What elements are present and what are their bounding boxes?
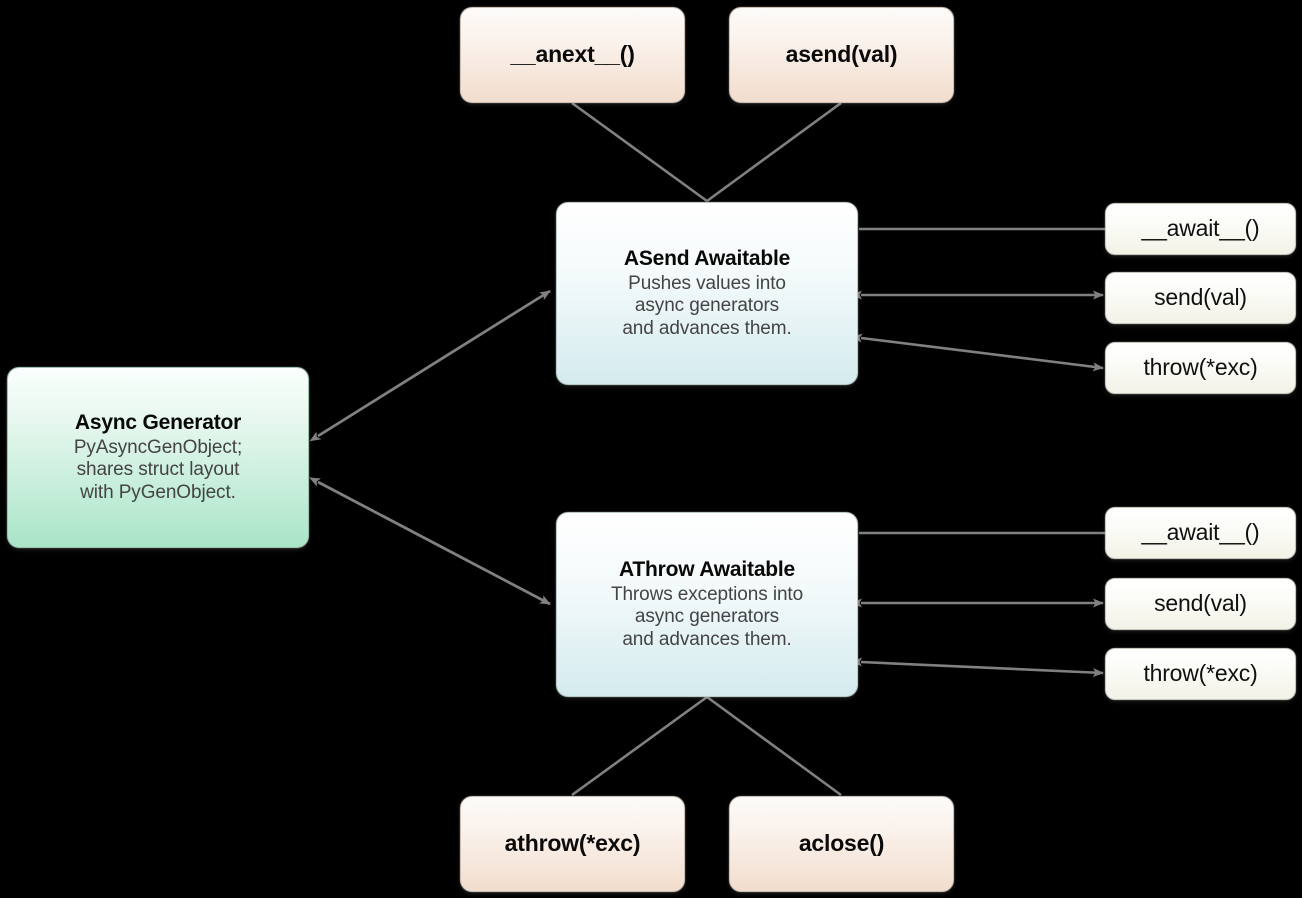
node-asend-throw-label: throw(*exc) <box>1143 353 1258 380</box>
edge-aclose-to-athrow-awaitable <box>706 695 842 797</box>
edge-anext-to-asend-awaitable <box>571 101 708 203</box>
node-anext[interactable]: __anext__() <box>460 7 685 103</box>
node-async-generator-title: Async Generator <box>74 410 242 434</box>
node-asend-await-label: __await__() <box>1141 214 1260 241</box>
node-athrow-throw-label: throw(*exc) <box>1143 659 1258 686</box>
node-athrow-awaitable-title: AThrow Awaitable <box>618 557 796 581</box>
edge-athrow-to-athrow-awaitable <box>571 695 708 797</box>
node-aclose-label: aclose() <box>798 829 885 856</box>
node-asend-awaitable[interactable]: ASend Awaitable Pushes values into async… <box>556 202 858 385</box>
node-athrow-send[interactable]: send(val) <box>1105 578 1296 630</box>
node-athrow-awaitable-desc: Throws exceptions into async generators … <box>610 583 804 650</box>
node-aclose[interactable]: aclose() <box>729 796 954 892</box>
node-athrow-throw[interactable]: throw(*exc) <box>1105 648 1296 700</box>
edge-generator-asend-awaitable <box>309 289 551 442</box>
node-asend[interactable]: asend(val) <box>729 7 954 103</box>
node-asend-label: asend(val) <box>785 40 898 67</box>
edge-generator-athrow-awaitable <box>309 477 551 606</box>
edge-asend-to-asend-awaitable <box>706 101 842 203</box>
node-async-generator[interactable]: Async Generator PyAsyncGenObject; shares… <box>7 367 309 548</box>
node-athrow-send-label: send(val) <box>1154 589 1247 616</box>
node-athrow-method[interactable]: athrow(*exc) <box>460 796 685 892</box>
node-athrow-await[interactable]: __await__() <box>1105 507 1296 559</box>
node-athrow-awaitable[interactable]: AThrow Awaitable Throws exceptions into … <box>556 512 858 697</box>
node-athrow-await-label: __await__() <box>1141 518 1260 545</box>
node-asend-awaitable-title: ASend Awaitable <box>623 246 791 270</box>
edge-asend-throw <box>851 333 1104 372</box>
node-asend-send-label: send(val) <box>1154 283 1247 310</box>
node-asend-awaitable-desc: Pushes values into async generators and … <box>622 272 792 339</box>
node-asend-await[interactable]: __await__() <box>1105 203 1296 255</box>
node-async-generator-desc: PyAsyncGenObject; shares struct layout w… <box>73 436 243 503</box>
node-anext-label: __anext__() <box>510 40 635 67</box>
node-athrow-method-label: athrow(*exc) <box>504 829 641 856</box>
node-asend-throw[interactable]: throw(*exc) <box>1105 342 1296 394</box>
node-asend-send[interactable]: send(val) <box>1105 272 1296 324</box>
edge-athrow-throw <box>851 657 1104 678</box>
